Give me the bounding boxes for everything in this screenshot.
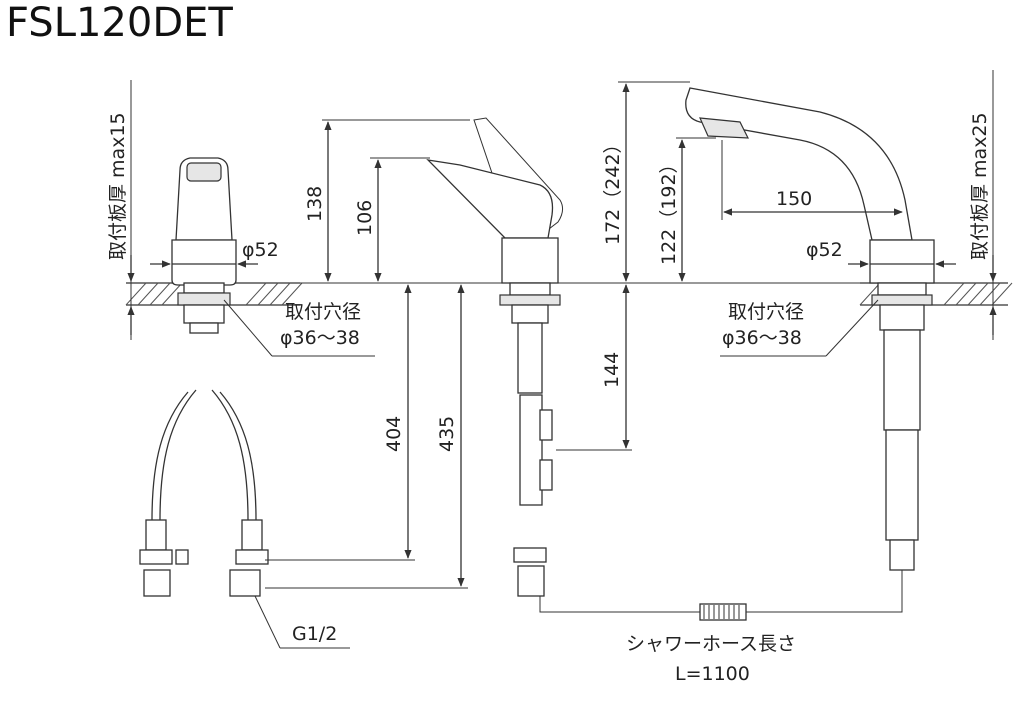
mount-hole-left-label-2: φ36～38 [280, 327, 360, 349]
dim-106: 106 [354, 157, 430, 282]
dim-150: 150 [721, 140, 903, 220]
dia-left-dim: φ52 [150, 239, 279, 268]
plate-thickness-right-label: 取付板厚 max25 [969, 112, 991, 260]
dim-122: 122（192） [658, 137, 716, 282]
dim-172: 172（242） [602, 81, 690, 282]
model-title: FSL120DET [6, 0, 233, 46]
plate-thickness-left-dim: 取付板厚 max15 [107, 80, 135, 340]
dia-left-label: φ52 [242, 239, 279, 261]
dim-106-label: 106 [354, 200, 376, 236]
mount-hole-left-label-1: 取付穴径 [285, 301, 361, 323]
mount-hole-right-label-1: 取付穴径 [728, 301, 804, 323]
dim-404: 404 [265, 284, 415, 561]
dim-150-label: 150 [776, 188, 812, 210]
dim-435: 435 [265, 284, 468, 589]
hose-length-label-1: シャワーホース長さ [626, 633, 796, 655]
faucet-front-view [139, 157, 269, 597]
dia-right-dim: φ52 [806, 239, 956, 268]
dia-right-label: φ52 [806, 239, 843, 261]
thread-label: G1/2 [292, 623, 337, 645]
dim-404-label: 404 [383, 416, 405, 452]
dim-122-label: 122（192） [658, 154, 680, 265]
hose-length-label-2: L=1100 [675, 663, 750, 685]
shower-hose: シャワーホース長さ L=1100 [539, 570, 903, 685]
plate-thickness-left-label: 取付板厚 max15 [107, 112, 129, 260]
dim-435-label: 435 [436, 416, 458, 452]
mount-hole-right-label-2: φ36～38 [722, 327, 802, 349]
dim-138-label: 138 [304, 186, 326, 222]
plate-thickness-right-dim: 取付板厚 max25 [969, 70, 997, 340]
dim-144-label: 144 [601, 352, 623, 388]
thread-dim: G1/2 [254, 595, 350, 649]
mount-hole-left-dim: 取付穴径 φ36～38 [223, 299, 375, 357]
faucet-side-view [426, 117, 564, 597]
dim-138: 138 [304, 119, 470, 282]
shower-faucet-view [685, 87, 935, 571]
dim-144: 144 [556, 284, 632, 451]
mount-hole-right-dim: 取付穴径 φ36～38 [720, 299, 879, 357]
dim-172-label: 172（242） [602, 134, 624, 245]
